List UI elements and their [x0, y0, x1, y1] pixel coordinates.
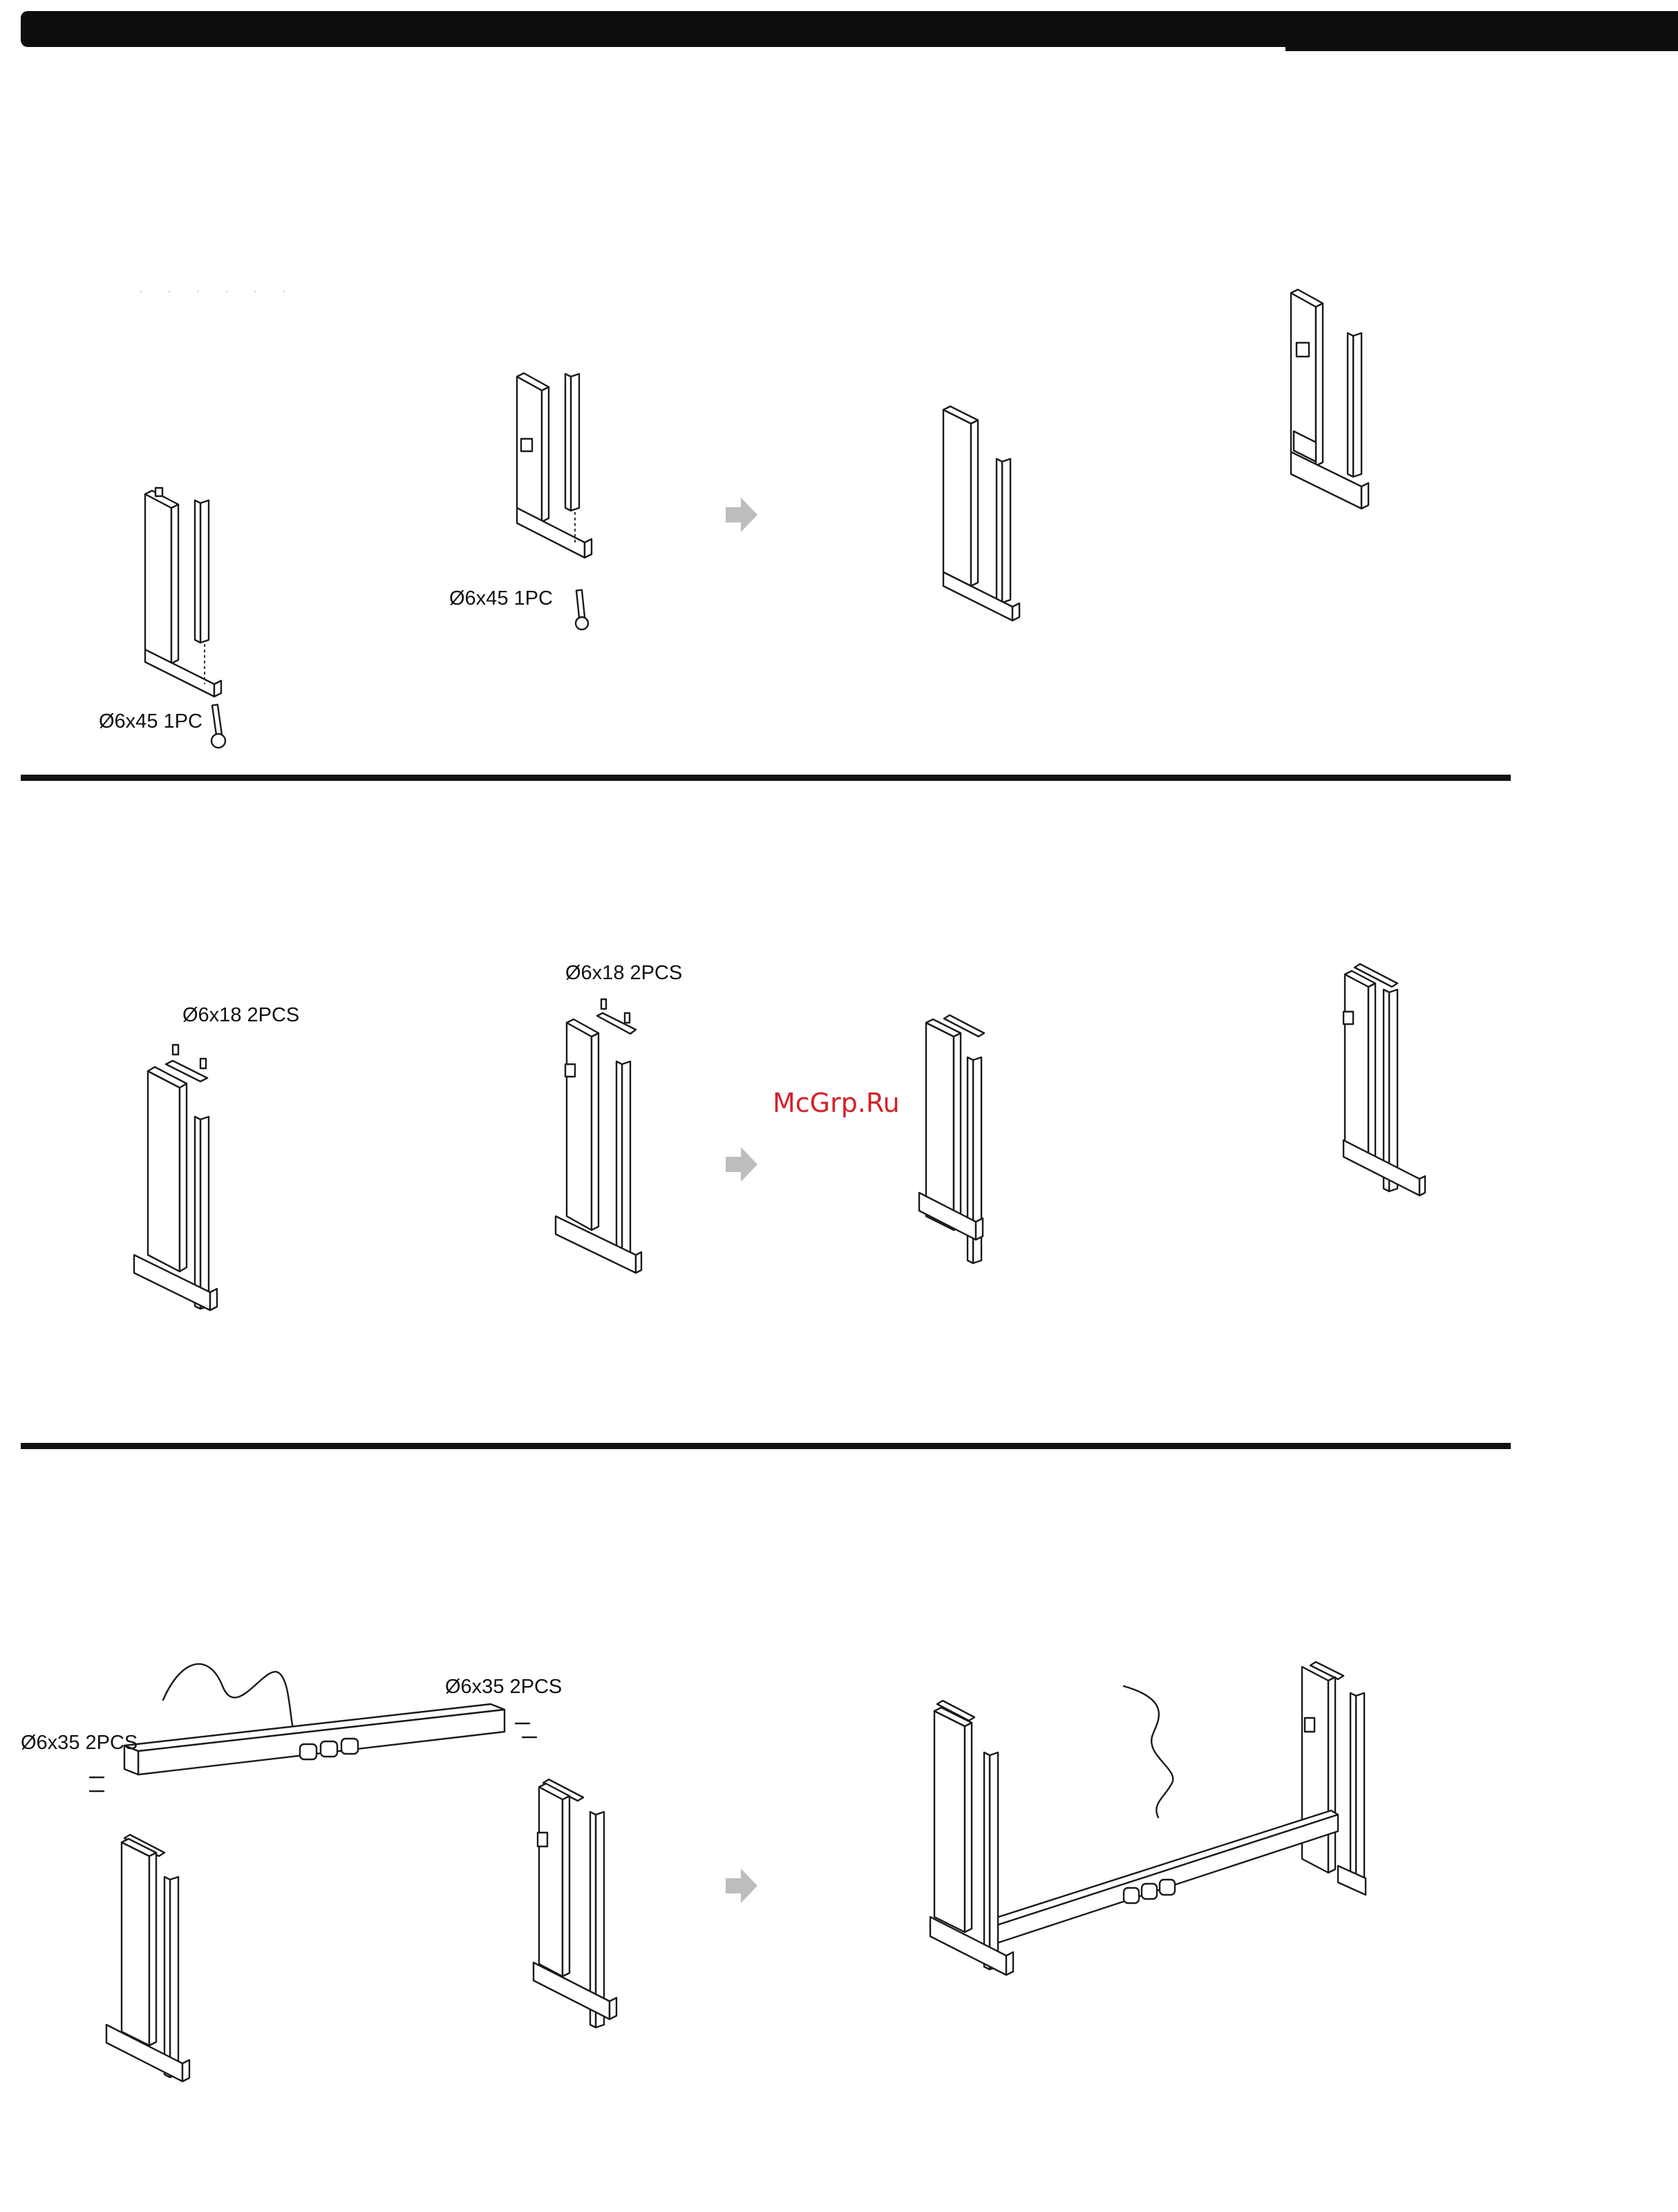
step3-screws-right-icon	[513, 1721, 547, 1748]
step2-result-panel-b	[1320, 954, 1458, 1230]
header-bar	[21, 11, 1678, 47]
step3-pedal-board	[117, 1697, 532, 1801]
step3-screws-left-icon	[87, 1775, 122, 1802]
step2-side-panel-a	[124, 1043, 304, 1334]
watermark: McGrp.Ru	[773, 1088, 900, 1118]
step3-side-panel-right	[518, 1769, 657, 2059]
step2-arrow	[726, 1146, 760, 1183]
step2-side-panel-b	[539, 995, 677, 1299]
step2-screw-label-b: Ø6x18 2PCS	[565, 962, 682, 985]
header-bar-tab	[1285, 46, 1678, 51]
step1-side-panel-b	[507, 370, 645, 598]
step1-bolt-b-icon	[568, 589, 596, 637]
step1-result-panel-a	[933, 399, 1071, 648]
step1-screw-label-a: Ø6x45 1PC	[99, 710, 202, 733]
step1-bolt-a-icon	[205, 703, 232, 752]
step2-result-panel-a	[898, 1002, 1037, 1292]
divider-2	[21, 1443, 1511, 1449]
faint-heading-text: · · · · · ·	[138, 282, 296, 300]
divider-1	[21, 775, 1511, 781]
step3-assembled-stand	[923, 1658, 1407, 2018]
step3-screw-label-left: Ø6x35 2PCS	[21, 1732, 138, 1755]
step3-arrow	[726, 1867, 760, 1904]
step3-screw-label-right: Ø6x35 2PCS	[445, 1676, 562, 1699]
step1-result-panel-b	[1277, 286, 1415, 535]
step2-screw-label-a: Ø6x18 2PCS	[182, 1004, 299, 1027]
step1-screw-label-b: Ø6x45 1PC	[449, 587, 553, 610]
step1-arrow	[726, 496, 760, 533]
step3-side-panel-left	[97, 1824, 235, 2115]
